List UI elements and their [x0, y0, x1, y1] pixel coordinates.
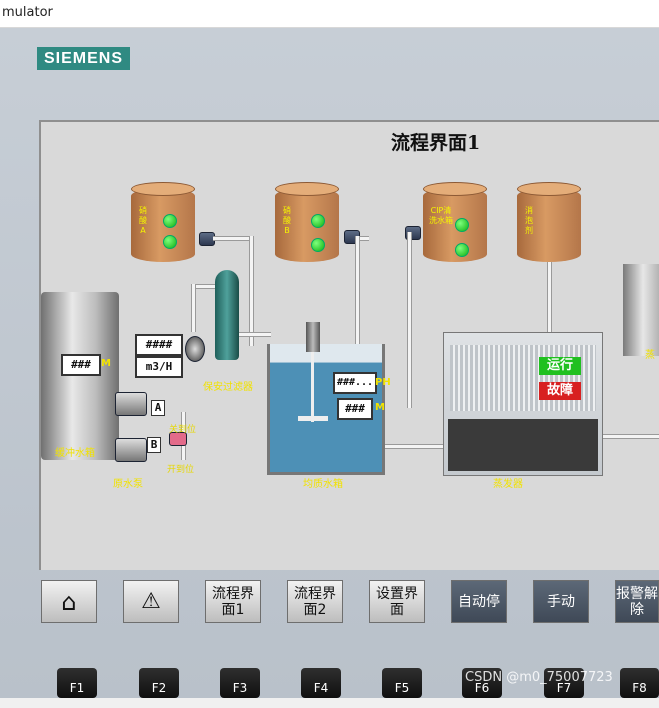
right-tank-label: 蒸	[645, 350, 655, 361]
tank-label: 消泡剂	[525, 206, 533, 235]
f1-key[interactable]: F1	[57, 668, 97, 698]
buffer-level-unit: M	[101, 358, 111, 369]
flow-unit: m3/H	[135, 356, 183, 378]
buffer-tank-label: 缓冲水箱	[55, 448, 95, 459]
tank-top	[131, 182, 195, 196]
process-screen-1-button[interactable]: 流程界面1	[205, 580, 261, 623]
window-titlebar: mulator	[0, 0, 659, 28]
mixer-blade-icon	[298, 416, 328, 421]
tank-label: 硝酸B	[283, 206, 291, 235]
ph-display: ###...	[333, 372, 377, 394]
pump-a-label: A	[151, 400, 165, 416]
auto-stop-button[interactable]: 自动停	[451, 580, 507, 623]
tank-label: CIP清洗水箱	[429, 206, 453, 225]
fault-status-indicator: 故障	[539, 382, 581, 400]
pump-b-label: B	[147, 437, 161, 453]
right-tank	[623, 264, 659, 356]
flow-display: ####	[135, 334, 183, 356]
alarm-view-button[interactable]: ⚠	[123, 580, 179, 623]
f8-key[interactable]: F8	[620, 668, 659, 698]
alarm-reset-button[interactable]: 报警解除	[615, 580, 659, 623]
f3-key[interactable]: F3	[220, 668, 260, 698]
tank-label: 硝酸A	[139, 206, 147, 235]
mixer-shaft	[311, 352, 314, 422]
pipe	[191, 284, 196, 332]
watermark: CSDN @m0_75007723	[465, 670, 613, 685]
mixer-motor-icon	[306, 322, 320, 352]
green-lamp	[311, 214, 325, 228]
filter-label: 保安过滤器	[203, 382, 253, 393]
pipe	[601, 434, 659, 439]
pipe	[379, 444, 443, 449]
tank-top	[275, 182, 339, 196]
tank-top	[423, 182, 487, 196]
green-lamp	[311, 238, 325, 252]
tank-defoamer: 消泡剂	[517, 182, 581, 262]
process-screen: 流程界面1 硝酸A 硝酸B CIP清洗水箱 消泡剂 ### M 缓冲水箱	[39, 120, 659, 570]
mix-level-unit: M	[375, 402, 385, 413]
home-icon: ⌂	[61, 587, 77, 616]
pipe	[547, 262, 552, 332]
pipe	[249, 236, 254, 346]
settings-screen-button[interactable]: 设置界面	[369, 580, 425, 623]
ph-unit: PH	[375, 377, 391, 388]
evaporator-label: 蒸发器	[493, 479, 523, 490]
green-lamp	[455, 218, 469, 232]
process-screen-2-button[interactable]: 流程界面2	[287, 580, 343, 623]
tank-top	[517, 182, 581, 196]
mixing-tank-label: 均质水箱	[303, 479, 343, 490]
pipe	[213, 236, 253, 241]
evaporator	[443, 332, 603, 476]
siemens-logo: SIEMENS	[37, 47, 130, 70]
valve-closed-label: 关到位	[169, 425, 197, 435]
run-status-indicator: 运行	[539, 357, 581, 375]
pipe	[407, 232, 412, 408]
buffer-tank	[41, 292, 119, 460]
green-lamp	[163, 235, 177, 249]
mix-level-display: ###	[337, 398, 373, 420]
tank-nitric-b: 硝酸B	[275, 182, 339, 262]
valve-open-label: 开到位	[167, 465, 195, 475]
pump-icon[interactable]	[115, 438, 147, 462]
raw-water-pump-label: 原水泵	[113, 479, 143, 490]
page-title: 流程界面1	[391, 132, 481, 154]
control-valve-icon[interactable]	[169, 432, 187, 446]
f5-key[interactable]: F5	[382, 668, 422, 698]
pipe	[195, 284, 217, 289]
function-keys: F1 F2 F3 F4 F5 F6 F7 F8	[0, 668, 659, 698]
warning-icon: ⚠	[141, 588, 161, 614]
tank-nitric-a: 硝酸A	[131, 182, 195, 262]
flowmeter-icon	[185, 336, 205, 362]
pipe	[355, 236, 360, 356]
manual-button[interactable]: 手动	[533, 580, 589, 623]
pipe	[239, 332, 271, 337]
buffer-level-display: ###	[61, 354, 101, 376]
evaporator-grid	[450, 345, 596, 411]
tank-cip: CIP清洗水箱	[423, 182, 487, 262]
home-button[interactable]: ⌂	[41, 580, 97, 623]
f4-key[interactable]: F4	[301, 668, 341, 698]
pump-icon[interactable]	[115, 392, 147, 416]
f6-key[interactable]: F6	[462, 668, 502, 698]
green-lamp	[163, 214, 177, 228]
pipe	[357, 236, 369, 241]
security-filter	[215, 270, 239, 360]
f2-key[interactable]: F2	[139, 668, 179, 698]
green-lamp	[455, 243, 469, 257]
f7-key[interactable]: F7	[544, 668, 584, 698]
evaporator-base	[448, 419, 598, 471]
navigation-bar: ⌂ ⚠ 流程界面1 流程界面2 设置界面 自动停 手动 报警解除	[39, 580, 659, 627]
window-title: mulator	[2, 5, 53, 20]
